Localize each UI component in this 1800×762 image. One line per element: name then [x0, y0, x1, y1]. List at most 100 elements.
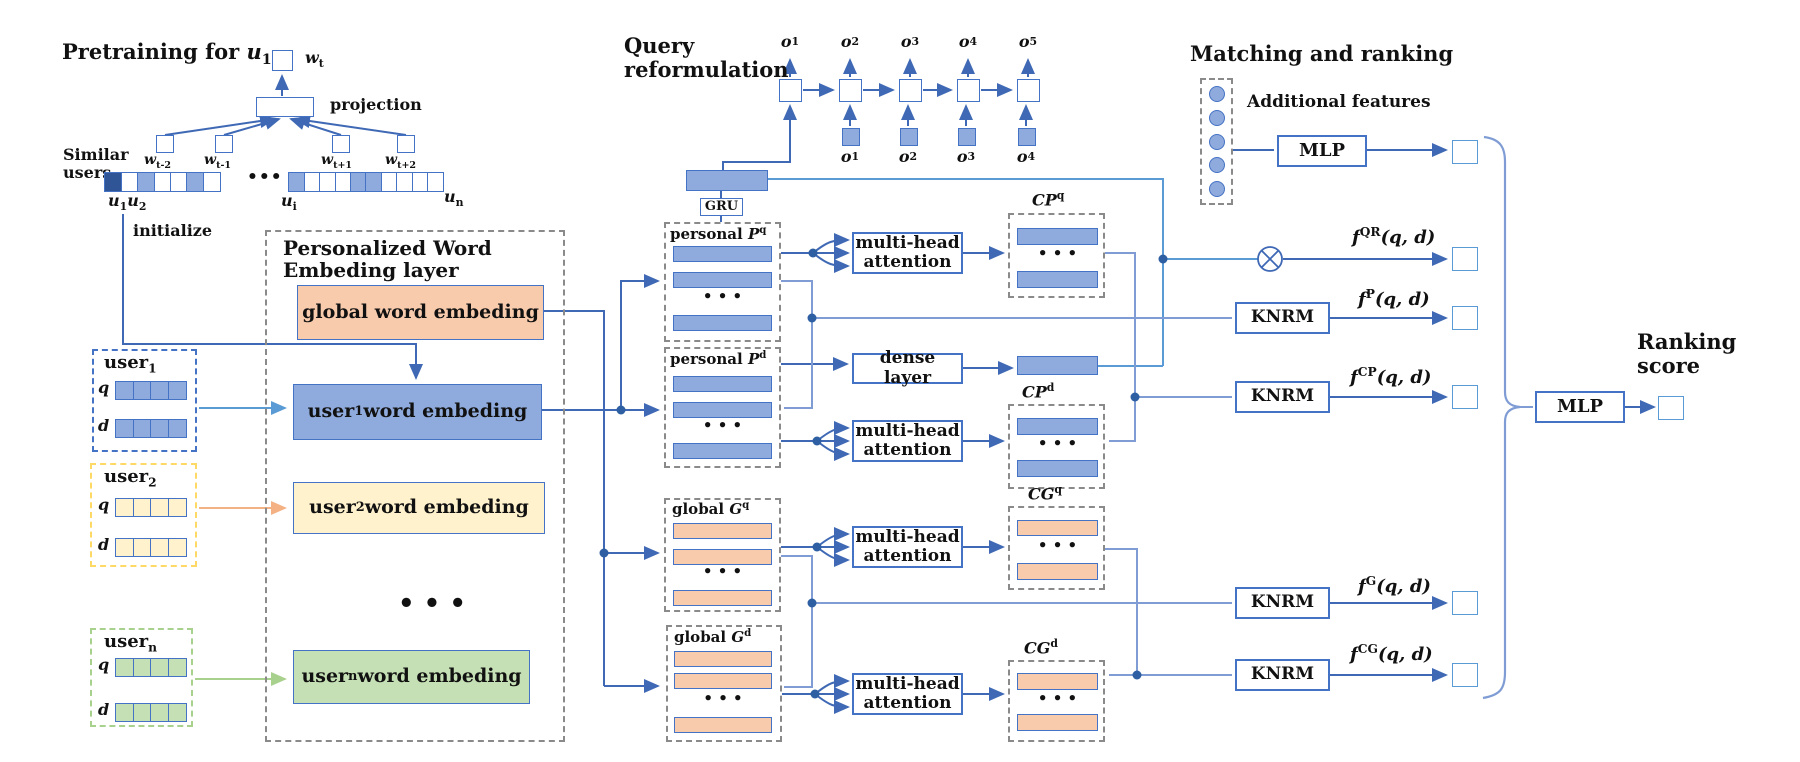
cg-d-panel	[1008, 660, 1105, 742]
bars-ellipsis: • • •	[703, 689, 743, 707]
embedding-bar	[673, 523, 772, 539]
d-label: d	[98, 416, 110, 435]
rnn-cell	[779, 79, 802, 102]
embedding-bar	[673, 376, 772, 392]
bars-ellipsis: • • •	[702, 416, 743, 434]
similar-users-label: Similar users	[63, 145, 129, 182]
user-cell	[186, 172, 205, 192]
feature-circle	[1208, 157, 1225, 174]
global-gq-label: global Gq	[672, 499, 750, 518]
user2-panel	[90, 463, 197, 567]
usern-d-cells	[115, 703, 187, 722]
rnn-input-node	[900, 128, 918, 146]
q-label: q	[98, 495, 110, 514]
context-word-label: wt-2	[144, 152, 172, 171]
global-embedding-box: global word embeding	[297, 285, 544, 340]
user-cell	[202, 172, 221, 192]
knrm-box: KNRM	[1235, 659, 1330, 691]
dense-output-bar	[1017, 356, 1098, 375]
user1-title: user1	[104, 352, 157, 376]
usern-title: usern	[104, 631, 158, 655]
knrm-box: KNRM	[1235, 381, 1330, 413]
embedding-bar	[673, 402, 772, 418]
embedding-bar	[674, 717, 772, 733]
embedding-bar	[673, 590, 772, 606]
f-cp-label: fCP(q, d)	[1350, 365, 1432, 388]
knrm-box: KNRM	[1235, 587, 1330, 619]
rnn-cell	[1017, 79, 1040, 102]
user-cell	[137, 172, 156, 192]
score-node	[1452, 663, 1478, 687]
embedding-bar	[1017, 418, 1098, 435]
context-word-node	[215, 135, 233, 153]
embedding-bar	[674, 651, 772, 667]
feature-circle	[1208, 133, 1225, 150]
rnn-input-node	[842, 128, 860, 146]
bars-ellipsis: • • •	[702, 287, 743, 305]
score-node	[1452, 306, 1478, 330]
un-label: un	[444, 187, 464, 210]
additional-features-panel	[1200, 78, 1233, 205]
personal-pq-panel	[664, 222, 781, 342]
f-g-label: fG(q, d)	[1358, 574, 1431, 597]
context-word-node	[332, 135, 350, 153]
context-word-label: wt+1	[321, 152, 353, 171]
bars-ellipsis: • • •	[1037, 536, 1078, 554]
context-word-label: wt-1	[204, 152, 232, 171]
score-node	[1452, 140, 1478, 164]
cp-q-label: CPq	[1032, 189, 1065, 210]
multi-head-attention-box: multi-head attention	[852, 673, 963, 715]
projection-node	[256, 97, 314, 117]
rnn-input-node	[958, 128, 976, 146]
embedding-layer-panel	[265, 230, 565, 742]
f-qr-label: fQR(q, d)	[1352, 225, 1436, 248]
features-mlp-box: MLP	[1277, 135, 1367, 167]
user-cell	[104, 172, 123, 192]
personal-pd-label: personal Pd	[670, 349, 767, 368]
feature-circle	[1208, 181, 1225, 197]
q-label: q	[98, 655, 110, 674]
feature-circle	[1208, 86, 1225, 102]
score-node	[1452, 385, 1478, 409]
d-label: d	[98, 700, 110, 719]
embedding-bar	[673, 315, 772, 331]
user-cell	[427, 172, 445, 192]
matching-title: Matching and ranking	[1190, 41, 1454, 66]
personal-pd-panel	[664, 347, 781, 468]
q-label: q	[98, 378, 110, 397]
embedding-bar	[673, 549, 772, 565]
ranking-score-label: Ranking score	[1637, 329, 1737, 378]
additional-features-label: Additional features	[1247, 92, 1431, 112]
embedding-bar	[1017, 460, 1098, 477]
embedding-bar	[1017, 271, 1098, 288]
multi-head-attention-box: multi-head attention	[852, 526, 963, 568]
similar-users-row-left	[104, 172, 221, 192]
global-gd-panel	[666, 625, 782, 742]
wt-node	[272, 50, 293, 71]
f-p-label: fP(q, d)	[1358, 287, 1430, 310]
embedding-bar	[1017, 520, 1098, 536]
embedding-bar	[1017, 228, 1098, 245]
projection-label: projection	[330, 95, 422, 114]
user-cell	[170, 172, 189, 192]
pretraining-title: Pretraining for u1	[62, 39, 272, 69]
global-gq-panel	[664, 498, 781, 612]
rnn-cell	[957, 79, 980, 102]
context-word-node	[156, 135, 174, 153]
embedding-bar	[673, 443, 772, 459]
rnn-cell	[839, 79, 862, 102]
usern-panel	[90, 628, 193, 727]
cp-q-panel	[1008, 213, 1105, 298]
gru-output-bar	[686, 170, 768, 191]
gru-box: GRU	[700, 198, 743, 216]
